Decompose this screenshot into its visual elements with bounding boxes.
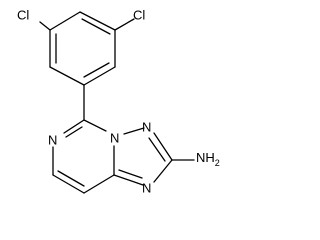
bond-pyr-c5-n	[63, 119, 85, 134]
bond-tri-n-c8a	[113, 174, 144, 186]
atom-n-triazole-bottom: N	[142, 180, 151, 195]
atom-cl-right: Cl	[133, 7, 145, 22]
atom-n-triazole-top: N	[142, 119, 151, 134]
bond-tri-n-c2	[153, 132, 173, 161]
bond-pyr-c-c	[52, 174, 85, 194]
bond-phenyl-2-inner	[81, 18, 111, 35]
atom-n-pyrimidine: N	[48, 132, 57, 147]
structure-canvas: Cl Cl N N N N NH2	[17, 7, 220, 196]
bond-pyr-c-c-inner	[57, 170, 85, 187]
atom-n-bridge: N	[110, 130, 119, 145]
bond-phenyl-4	[83, 66, 116, 86]
bond-pyr-n-c5	[83, 119, 107, 132]
atom-cl-left: Cl	[17, 7, 29, 22]
atom-labels: Cl Cl N N N N NH2	[17, 7, 220, 195]
bond-pyr-c-c8a	[83, 174, 115, 194]
amine-subscript: 2	[215, 158, 220, 168]
bond-phenyl-1	[49, 11, 81, 31]
bond-tri-n-c8a-inner	[118, 169, 143, 179]
bond-tri-n-c2-inner	[148, 137, 166, 162]
bond-cl-right	[114, 18, 135, 31]
bond-cl-left	[39, 21, 51, 31]
bond-tri-c2-n	[153, 159, 173, 183]
amine-label: NH	[196, 150, 215, 165]
bond-phenyl-5	[49, 66, 85, 86]
bond-phenyl-4-inner	[83, 62, 110, 78]
bond-phenyl-2	[79, 11, 116, 31]
atom-nh2: NH2	[196, 150, 220, 168]
bond-lines	[39, 11, 195, 194]
bond-tri-n-n	[123, 127, 145, 135]
bond-pyr-c5-n-inner	[65, 126, 83, 138]
molecule-structure: Cl Cl N N N N NH2	[17, 7, 220, 195]
